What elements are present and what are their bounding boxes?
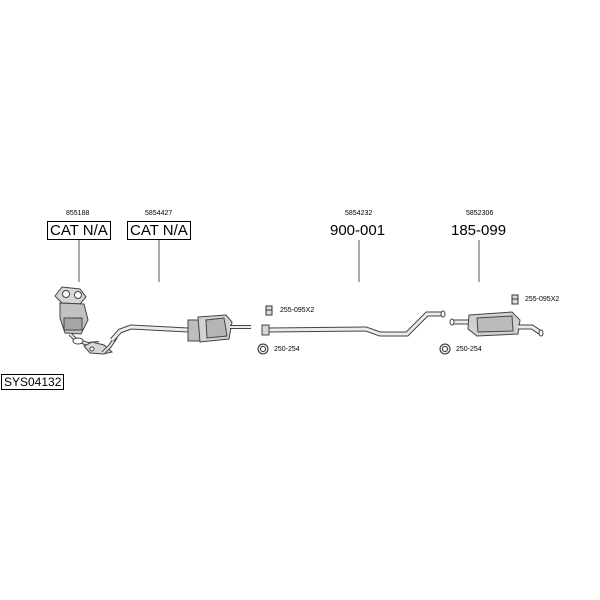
system-code: SYS04132	[1, 374, 65, 390]
fitting-code[interactable]: 250-254	[456, 346, 482, 353]
part-ref-5854232: 5854232	[345, 210, 373, 217]
part-code-5854427[interactable]: CAT N/A	[127, 221, 191, 240]
part-ref-5854427: 5854427	[145, 210, 173, 217]
fitting-code[interactable]: 255-095X2	[525, 296, 560, 303]
clamp-icon	[265, 305, 273, 316]
ring-clamp-icon	[439, 343, 451, 355]
manifold-catalyst-part	[54, 286, 118, 355]
ring-clamp-icon	[257, 343, 269, 355]
part-code-5854232[interactable]: 900-001	[330, 222, 386, 239]
fitting-code[interactable]: 255-095X2	[280, 307, 315, 314]
front-pipe-catalyst-part	[110, 314, 251, 343]
fitting-code[interactable]: 250-254	[274, 346, 300, 353]
clamp-icon	[511, 294, 519, 305]
part-code-5852306[interactable]: 185-099	[451, 222, 507, 239]
part-ref-855188: 855188	[66, 210, 90, 217]
part-ref-5852306: 5852306	[466, 210, 494, 217]
centre-pipe-part	[261, 310, 446, 337]
rear-silencer-part	[449, 311, 544, 337]
part-code-855188[interactable]: CAT N/A	[47, 221, 111, 240]
